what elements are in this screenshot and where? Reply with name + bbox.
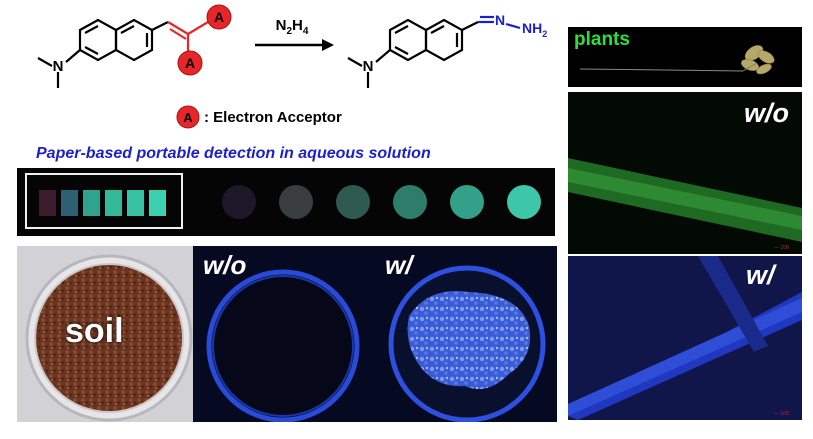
paper-strip-6: [149, 190, 166, 216]
plant-photo-panel: plants: [568, 27, 802, 87]
svg-text:— 100: — 100: [774, 245, 789, 251]
svg-text:— 100: — 100: [774, 411, 789, 417]
solution-spot-2: [279, 185, 313, 219]
reactant-structure: [37, 18, 209, 88]
soil-without-ring: [206, 269, 360, 422]
soil-with-label: w/: [385, 250, 413, 280]
plant-without-label: w/o: [744, 98, 789, 128]
reaction-scheme: N A A N2H4 N N NH2 A : Electron Acceptor: [37, 4, 547, 129]
acceptor-badge-1: A: [206, 4, 232, 30]
paper-strip-3: [83, 190, 100, 216]
svg-text:A: A: [185, 55, 195, 71]
solution-spot-5: [450, 185, 484, 219]
paper-strip-5: [127, 190, 144, 216]
product-nh2: NH2: [522, 20, 547, 39]
soil-label: soil: [65, 312, 124, 350]
soil-with-fluorescence: [388, 265, 546, 422]
plant-with-panel: — 100 w/: [568, 256, 802, 420]
soil-dish-image: [17, 246, 193, 422]
product-structure: [347, 15, 521, 88]
plant-root-green: — 100: [568, 158, 802, 251]
acceptor-badge-2: A: [177, 50, 203, 76]
strip-frame: [25, 173, 183, 229]
acceptor-legend-badge: A: [176, 105, 200, 129]
plant-with-label: w/: [746, 260, 775, 290]
plant-without-panel: — 100 w/o: [568, 92, 802, 254]
solution-spot-3: [336, 185, 370, 219]
solution-spot-1: [222, 185, 256, 219]
svg-text:A: A: [214, 9, 224, 25]
reaction-arrow: [255, 39, 334, 51]
soil-photo-panel: soil: [17, 246, 193, 422]
soil-with-panel: w/: [369, 246, 557, 422]
reactant-amine-n: N: [53, 58, 64, 75]
svg-text:A: A: [183, 110, 193, 125]
product-amine-n: N: [363, 58, 374, 75]
plants-label: plants: [574, 29, 630, 50]
paper-strip-4: [105, 190, 122, 216]
soil-without-label: w/o: [203, 250, 247, 280]
product-hydrazone-n: N: [495, 12, 505, 28]
solution-spot-4: [393, 185, 427, 219]
soil-without-panel: w/o: [193, 246, 369, 422]
reagent-label: N2H4: [276, 17, 309, 37]
acceptor-legend-text: : Electron Acceptor: [204, 109, 342, 126]
paper-strip-2: [61, 190, 78, 216]
paper-detection-title: Paper-based portable detection in aqueou…: [36, 145, 431, 162]
paper-strip-panel: [17, 168, 555, 236]
plant-root-blue: — 100: [568, 256, 802, 420]
paper-strip-1: [39, 190, 56, 216]
plant-seedling-image: [579, 45, 775, 75]
solution-spot-6: [507, 185, 541, 219]
